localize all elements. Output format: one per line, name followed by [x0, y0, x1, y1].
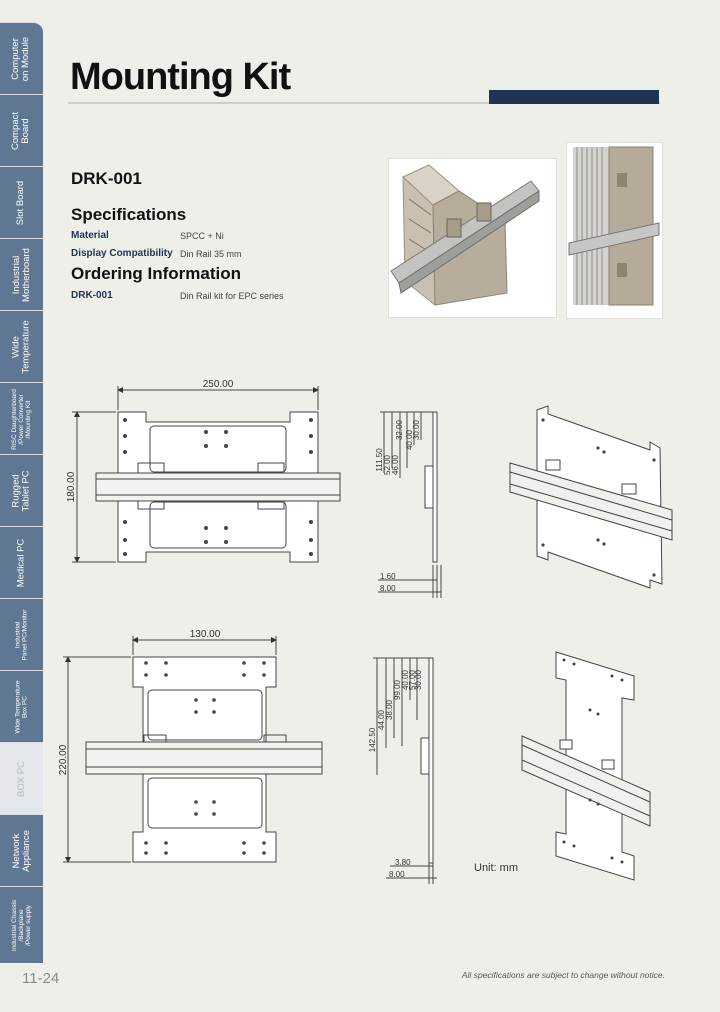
bottom-side-dim-7: 30.00: [414, 669, 423, 690]
bottom-front-view: [63, 636, 323, 863]
title-rule: [68, 102, 660, 104]
bottom-width-dim: 130.00: [190, 629, 221, 640]
bottom-side-dim-2: 99.00: [393, 679, 402, 700]
tab-rugged-tablet-pc[interactable]: Rugged Tablet PC: [0, 454, 43, 527]
spec-value-display: Din Rail 35 mm: [180, 249, 242, 259]
top-side-view: [378, 411, 442, 598]
category-sidebar: Computer on Module Compact Board Slot Bo…: [0, 22, 43, 963]
photo-side-drawing: [568, 146, 660, 306]
tab-industrial-panel-pc[interactable]: Industrial Panel PC/Monitor: [0, 598, 43, 671]
spec-label-material: Material: [71, 230, 109, 241]
product-photo-angled: [388, 158, 557, 318]
bottom-thick-dim-1: 3.80: [395, 858, 411, 867]
tab-industrial-chassis[interactable]: Industrial Chassis /Backplane /Power sup…: [0, 886, 43, 963]
bottom-thick-dim-2: 8.00: [389, 870, 405, 879]
product-model: DRK-001: [71, 169, 142, 188]
tab-industrial-motherboard[interactable]: Industrial Motherboard: [0, 238, 43, 311]
ordering-value: Din Rail kit for EPC series: [180, 291, 284, 301]
top-thick-dim-1: 1.60: [380, 572, 396, 581]
top-height-dim: 180.00: [66, 471, 77, 502]
tab-network-appliance[interactable]: Network Appliance: [0, 814, 43, 887]
bottom-side-view: [373, 657, 437, 884]
bottom-side-dim-5: 40.00: [401, 669, 410, 690]
top-side-dim-2: 32.00: [395, 419, 404, 440]
spec-label-display: Display Compatibility: [71, 248, 173, 259]
bottom-side-dim-3: 44.00: [377, 709, 386, 730]
tab-computer-on-module[interactable]: Computer on Module: [0, 22, 43, 95]
top-isometric-view: [509, 405, 673, 589]
tab-slot-board[interactable]: Slot Board: [0, 166, 43, 239]
bottom-height-dim: 220.00: [58, 744, 69, 775]
spec-value-material: SPCC + Ni: [180, 231, 224, 241]
bottom-side-dim-4: 38.00: [385, 699, 394, 720]
bottom-isometric-view: [521, 651, 651, 881]
title-accent-bar: [489, 90, 659, 104]
top-side-dim-1: 111.50: [375, 448, 384, 472]
tab-wide-temperature-box-pc[interactable]: Wide Temperature Box PC: [0, 670, 43, 743]
top-side-dim-6: 30.00: [412, 419, 421, 440]
top-side-dim-4: 46.00: [391, 454, 400, 475]
ordering-label: DRK-001: [71, 290, 113, 301]
footer-disclaimer: All specifications are subject to change…: [461, 970, 665, 980]
photo-angled-drawing: [390, 164, 540, 307]
bottom-side-dim-6: 57.00: [408, 669, 417, 690]
product-photo-side: [566, 142, 663, 319]
specifications-heading: Specifications: [71, 205, 187, 224]
tab-wide-temperature[interactable]: Wide Temperature: [0, 310, 43, 383]
top-width-dim: 250.00: [203, 379, 234, 390]
page-title: Mounting Kit: [70, 56, 291, 98]
tab-risc-mounting-kit[interactable]: RISC Daughterboard /Power Converter /Mou…: [0, 382, 43, 455]
tab-compact-board[interactable]: Compact Board: [0, 94, 43, 167]
unit-label: Unit: mm: [474, 862, 518, 874]
top-side-dim-5: 40.00: [405, 429, 414, 450]
top-front-view: [72, 386, 341, 563]
top-thick-dim-2: 8.00: [380, 584, 396, 593]
page-number: 11-24: [22, 970, 60, 987]
ordering-heading: Ordering Information: [71, 264, 241, 283]
tab-medical-pc[interactable]: Medical PC: [0, 526, 43, 599]
bottom-side-dim-1: 142.50: [368, 727, 377, 752]
top-side-dim-3: 52.00: [383, 454, 392, 475]
tab-box-pc[interactable]: BOX PC: [0, 742, 43, 815]
